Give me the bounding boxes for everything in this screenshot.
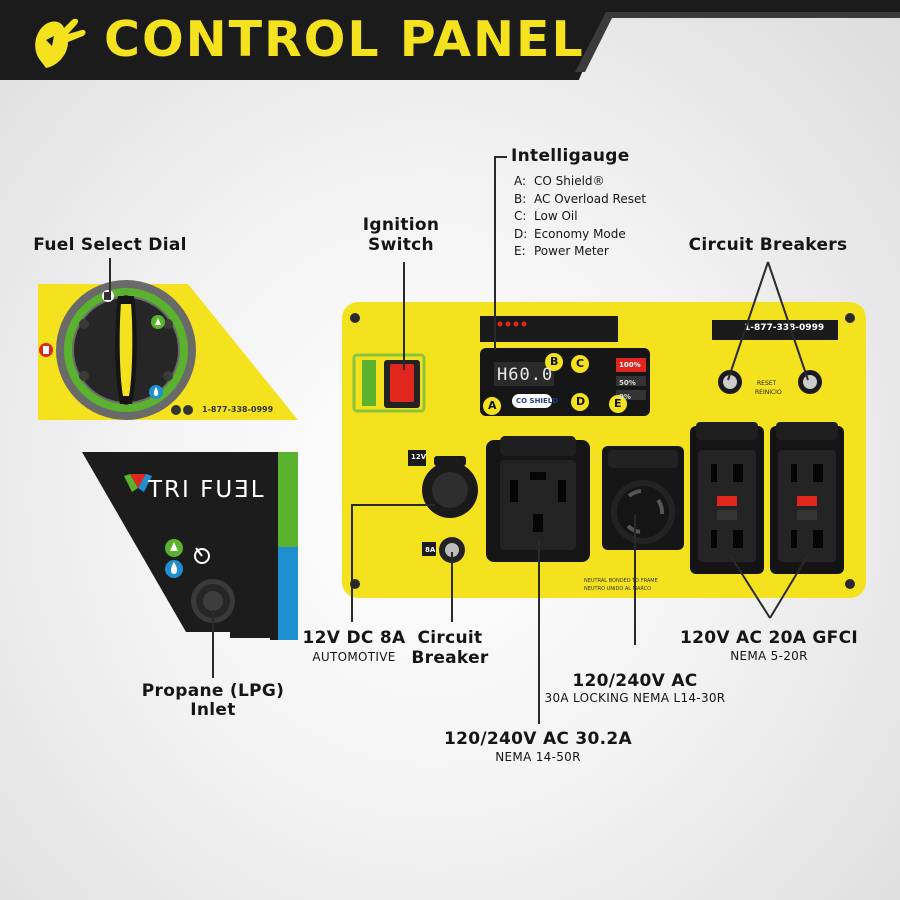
label-propane-2: Inlet <box>190 700 236 720</box>
legend-item-c: C:Low Oil <box>514 209 578 223</box>
co-shield-badge: CO SHIELD <box>516 397 559 405</box>
trifuel-brand: TRI FUƎL <box>148 477 266 503</box>
meter-level-100: 100% <box>619 361 641 369</box>
hand-logo-icon <box>35 18 86 68</box>
label-outlet-gfci-sub: NEMA 5-20R <box>730 649 808 663</box>
label-fuel-select-dial: Fuel Select Dial <box>33 235 187 255</box>
badge-d: D <box>576 395 586 408</box>
badge-c: C <box>576 357 585 370</box>
label-outlet-l14-30: 120/240V AC <box>572 671 698 691</box>
legend-item-b: B:AC Overload Reset <box>514 191 647 206</box>
page-title: CONTROL PANEL <box>104 11 585 68</box>
neutral-note: NEUTRAL BONDED TO FRAME <box>584 578 658 584</box>
label-circuit-breaker-2: Breaker <box>411 648 489 668</box>
display-reading: H60.0 <box>497 365 554 385</box>
reset-label: RESET <box>757 380 777 387</box>
panel-phone: 1-877-338-0999 <box>744 323 825 333</box>
label-circuit-breakers: Circuit Breakers <box>688 235 848 255</box>
label-dc-outlet-sub: AUTOMOTIVE <box>312 650 396 664</box>
meter-level-0: 0% <box>619 393 631 401</box>
label-propane-1: Propane (LPG) <box>141 681 285 701</box>
main-control-panel <box>342 302 866 598</box>
header-banner <box>0 0 900 80</box>
label-circuit-breaker-1: Circuit <box>417 628 483 648</box>
label-outlet-l14-30-sub: 30A LOCKING NEMA L14-30R <box>544 691 726 705</box>
fuel-select-dial-panel <box>38 280 298 420</box>
label-ignition-switch-2: Switch <box>368 235 434 255</box>
label-outlet-14-50: 120/240V AC 30.2A <box>443 729 632 749</box>
label-outlet-gfci: 120V AC 20A GFCI <box>679 628 858 648</box>
badge-e: E <box>614 397 622 410</box>
reset-label-es: REINICIO <box>755 389 782 396</box>
neutral-note-es: NEUTRO UNIDO AL MARCO <box>584 586 652 592</box>
label-outlet-14-50-sub: NEMA 14-50R <box>495 750 581 764</box>
dc-tag: 12V <box>411 453 427 461</box>
meter-level-50: 50% <box>619 379 636 387</box>
intelligauge-legend: A:CO Shield® B:AC Overload Reset C:Low O… <box>514 173 646 261</box>
badge-b: B <box>550 355 559 368</box>
label-intelligauge: Intelligauge <box>511 146 630 166</box>
legend-item-e: E:Power Meter <box>514 244 609 258</box>
legend-item-a: A:CO Shield® <box>514 174 605 188</box>
breaker-tag: 8A <box>425 546 436 554</box>
label-dc-outlet: 12V DC 8A <box>302 628 406 648</box>
label-ignition-switch-1: Ignition <box>362 215 440 235</box>
legend-item-d: D:Economy Mode <box>514 226 626 241</box>
fuel-dial-phone: 1-877-338-0999 <box>202 405 274 414</box>
badge-a: A <box>488 399 497 412</box>
trifuel-panel <box>82 452 298 640</box>
